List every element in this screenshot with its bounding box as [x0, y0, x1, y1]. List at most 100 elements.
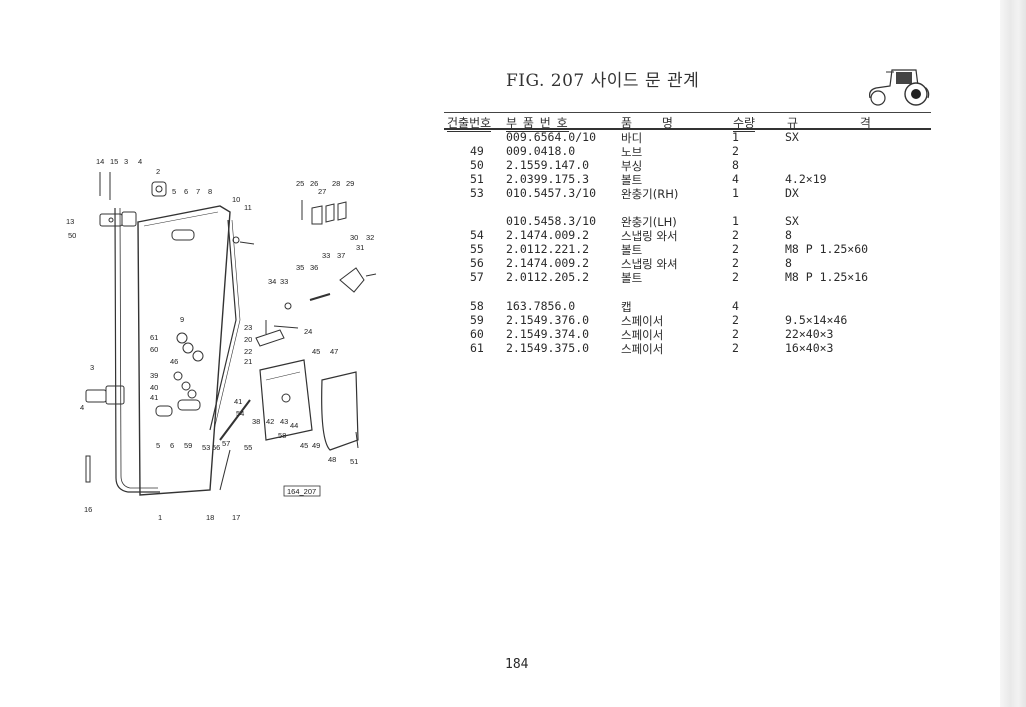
svg-text:43: 43	[280, 417, 288, 426]
svg-text:9: 9	[180, 315, 184, 324]
svg-text:60: 60	[150, 345, 158, 354]
row-part-no: 2.1549.375.0	[506, 341, 590, 355]
row-qty: 2	[732, 327, 739, 341]
svg-text:59: 59	[184, 441, 192, 450]
row-name: 바디	[621, 131, 643, 145]
row-ref: 59	[470, 313, 484, 327]
row-name: 완충기(LH)	[621, 215, 677, 229]
svg-text:50: 50	[68, 231, 76, 240]
svg-text:3: 3	[90, 363, 94, 372]
table-row: 54 2.1474.009.2 스냅링 와서 2 8	[0, 228, 1000, 243]
svg-text:54: 54	[236, 409, 244, 418]
row-ref: 58	[470, 299, 484, 313]
svg-text:7: 7	[196, 187, 200, 196]
row-qty: 2	[732, 313, 739, 327]
table-row: 53 010.5457.3/10 완충기(RH) 1 DX	[0, 186, 1000, 201]
table-row: 57 2.0112.205.2 볼트 2 M8 P 1.25×16	[0, 270, 1000, 285]
svg-text:13: 13	[66, 217, 74, 226]
svg-text:16: 16	[84, 505, 92, 514]
table-row: 60 2.1549.374.0 스페이서 2 22×40×3	[0, 327, 1000, 342]
svg-text:5: 5	[156, 441, 160, 450]
row-ref: 50	[470, 158, 484, 172]
row-qty: 2	[732, 341, 739, 355]
row-part-no: 2.1474.009.2	[506, 256, 590, 270]
row-qty: 1	[732, 214, 739, 228]
row-name: 부싱	[621, 159, 643, 173]
row-spec: M8 P 1.25×16	[785, 270, 869, 284]
svg-text:11: 11	[244, 203, 252, 212]
table-top-rule	[444, 112, 931, 113]
svg-text:55: 55	[244, 443, 252, 452]
svg-text:20: 20	[244, 335, 252, 344]
row-name: 스페이서	[621, 314, 664, 328]
svg-text:48: 48	[328, 455, 336, 464]
row-ref: 54	[470, 228, 484, 242]
page-edge-shadow	[1000, 0, 1026, 707]
svg-text:37: 37	[337, 251, 345, 260]
page-title: FIG. 207 사이드 문 관계	[506, 71, 700, 91]
svg-text:39: 39	[150, 371, 158, 380]
row-qty: 2	[732, 144, 739, 158]
row-name: 스냅링 와서	[621, 229, 678, 243]
svg-text:45: 45	[300, 441, 308, 450]
row-part-no: 2.0112.221.2	[506, 242, 590, 256]
row-part-no: 009.6564.0/10	[506, 130, 597, 144]
svg-text:30: 30	[350, 233, 358, 242]
row-qty: 8	[732, 158, 739, 172]
svg-text:17: 17	[232, 513, 240, 522]
col-header-name: 품 명	[621, 116, 673, 130]
row-spec: 9.5×14×46	[785, 313, 848, 327]
svg-text:56: 56	[212, 443, 220, 452]
svg-text:24: 24	[304, 327, 312, 336]
figure-code: 164_207	[287, 487, 316, 496]
svg-text:51: 51	[350, 457, 358, 466]
row-name: 볼트	[621, 173, 643, 187]
row-ref: 57	[470, 270, 484, 284]
row-part-no: 2.0399.175.3	[506, 172, 590, 186]
row-part-no: 010.5458.3/10	[506, 214, 597, 228]
svg-text:33: 33	[322, 251, 330, 260]
svg-text:49: 49	[312, 441, 320, 450]
row-part-no: 2.1549.376.0	[506, 313, 590, 327]
table-row: 61 2.1549.375.0 스페이서 2 16×40×3	[0, 341, 1000, 356]
svg-text:4: 4	[80, 403, 84, 412]
row-ref: 51	[470, 172, 484, 186]
svg-text:57: 57	[222, 439, 230, 448]
svg-text:53: 53	[202, 443, 210, 452]
row-name: 볼트	[621, 271, 643, 285]
svg-text:21: 21	[244, 357, 252, 366]
svg-text:46: 46	[170, 357, 178, 366]
row-name: 스냅링 와셔	[621, 257, 678, 271]
svg-text:28: 28	[332, 179, 340, 188]
svg-text:41: 41	[234, 397, 242, 406]
row-spec: 8	[785, 228, 792, 242]
row-ref: 55	[470, 242, 484, 256]
svg-text:14: 14	[96, 157, 104, 166]
row-qty: 4	[732, 172, 739, 186]
svg-text:3: 3	[124, 157, 128, 166]
row-name: 캡	[621, 300, 632, 314]
svg-text:40: 40	[150, 383, 158, 392]
table-row: 55 2.0112.221.2 볼트 2 M8 P 1.25×60	[0, 242, 1000, 257]
row-ref: 56	[470, 256, 484, 270]
tractor-icon	[869, 69, 930, 106]
svg-text:27: 27	[318, 187, 326, 196]
svg-text:32: 32	[366, 233, 374, 242]
svg-text:47: 47	[330, 347, 338, 356]
row-qty: 2	[732, 242, 739, 256]
row-spec: 8	[785, 256, 792, 270]
svg-text:6: 6	[170, 441, 174, 450]
svg-text:22: 22	[244, 347, 252, 356]
row-name: 완충기(RH)	[621, 187, 679, 201]
row-ref: 49	[470, 144, 484, 158]
row-part-no: 009.0418.0	[506, 144, 576, 158]
table-row: 010.5458.3/10 완충기(LH) 1 SX	[0, 214, 1000, 229]
svg-text:36: 36	[310, 263, 318, 272]
row-part-no: 010.5457.3/10	[506, 186, 597, 200]
table-row: 50 2.1559.147.0 부싱 8	[0, 158, 1000, 173]
svg-text:4: 4	[138, 157, 142, 166]
svg-text:26: 26	[310, 179, 318, 188]
row-qty: 1	[732, 130, 739, 144]
table-row: 51 2.0399.175.3 볼트 4 4.2×19	[0, 172, 1000, 187]
